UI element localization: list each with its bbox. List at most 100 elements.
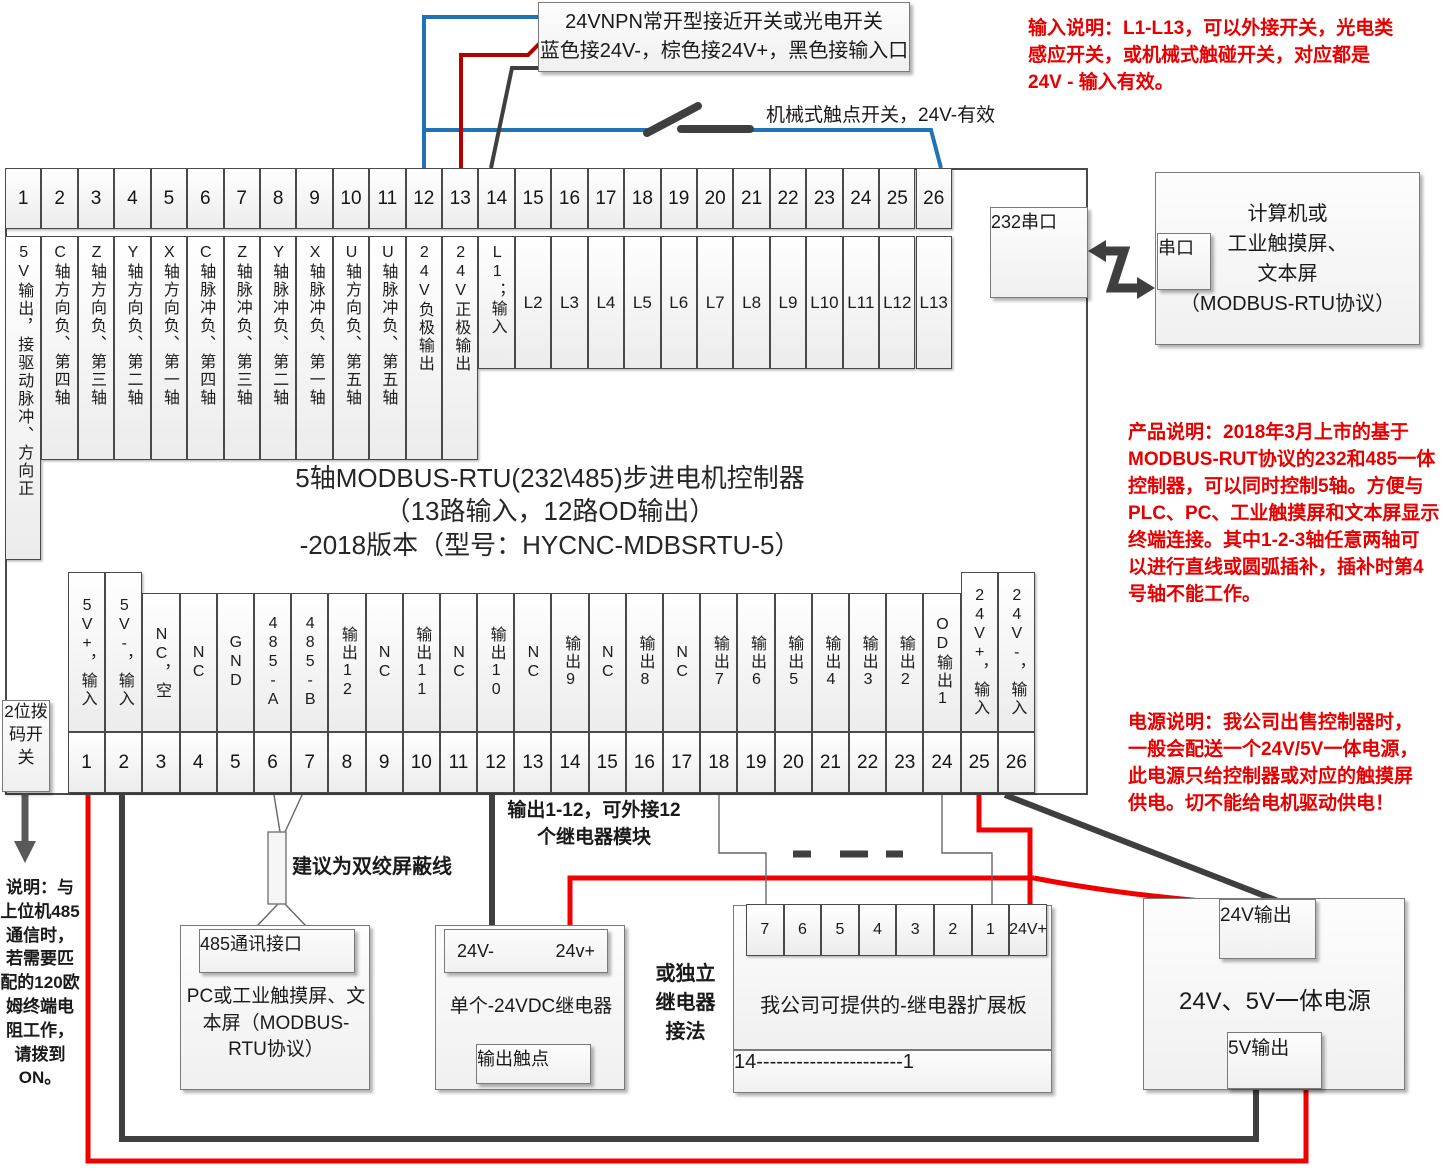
- expansion-terminal-6: 6: [783, 904, 822, 956]
- top-terminal-number-21: 21: [733, 168, 770, 229]
- expansion-terminal-24V+: 24V+: [1009, 904, 1047, 956]
- top-terminal-number-25: 25: [879, 168, 916, 229]
- bottom-terminal-label-2: 5V-，输入: [105, 572, 143, 732]
- sensor-note-box: 24VNPN常开型接近开关或光电开关 蓝色接24V-，棕色接24V+，黑色接输入…: [538, 2, 910, 72]
- bottom-terminal-label-12: 输出10: [477, 593, 515, 732]
- top-terminal-label-19: L6: [660, 236, 697, 369]
- bottom-terminal-label-9: NC: [365, 593, 403, 732]
- relay-contact-box: 输出触点: [476, 1044, 591, 1084]
- product-note-line1: 产品说明：2018年3月上市的基于: [1128, 422, 1409, 443]
- bottom-terminal-label-4: NC: [179, 593, 217, 732]
- wire-input-black: [489, 66, 544, 169]
- independent-relay-line1: 或独立: [655, 963, 716, 985]
- bottom-terminal-label-20: 输出5: [774, 593, 812, 732]
- serial-arrowhead-left: [1088, 240, 1106, 262]
- board-title-line2: （13路输入，12路OD输出）: [384, 496, 716, 527]
- top-terminal-number-20: 20: [696, 168, 734, 229]
- top-terminal-number-14: 14: [478, 168, 515, 229]
- bottom-terminal-number-18: 18: [700, 732, 738, 793]
- psu-5v-output-box: 5V输出: [1227, 1032, 1322, 1089]
- bottom-terminal-number-17: 17: [663, 732, 701, 793]
- bottom-terminal-label-13: NC: [514, 593, 552, 732]
- top-terminal-label-16: L3: [551, 236, 588, 369]
- mechanical-switch-lever: [643, 102, 702, 137]
- top-terminal-number-13: 13: [442, 168, 479, 229]
- top-terminal-label-10: U轴方向负、第五轴: [332, 236, 370, 460]
- bottom-terminal-number-19: 19: [737, 732, 775, 793]
- top-terminal-label-7: Z轴脉冲负、第三轴: [223, 236, 260, 460]
- serial-232-label: 232串口: [991, 212, 1058, 232]
- bottom-terminal-number-23: 23: [886, 732, 924, 793]
- comm-485-port-box: 485通讯接口: [199, 929, 355, 973]
- relay-contact-label: 输出触点: [477, 1049, 549, 1069]
- comm-485-port-label: 485通讯接口: [200, 934, 303, 954]
- single-relay-box: 24V- 24v+ 单个-24VDC继电器 输出触点: [435, 925, 625, 1090]
- bottom-terminal-label-8: 输出12: [328, 593, 366, 732]
- power-supply-box: 24V输出 24V、5V一体电源 5V输出: [1143, 898, 1405, 1090]
- dip-switch-note: 说明：与上位机485通信时，若需要匹配的120欧姆终端电阻工作，请拨到ON。: [0, 878, 80, 1088]
- bottom-terminal-number-16: 16: [625, 732, 664, 793]
- bottom-terminal-number-14: 14: [551, 732, 589, 793]
- twisted-pair-label: 建议为双绞屏蔽线: [292, 856, 452, 878]
- top-terminal-label-23: L10: [806, 236, 843, 369]
- serial-arrowhead-right: [1137, 277, 1155, 299]
- psu-24v-output-label: 24V输出: [1220, 905, 1292, 926]
- power-note-line4: 供电。切不能给电机驱动供电！: [1128, 792, 1395, 814]
- output-note-line2: 个继电器模块: [536, 826, 651, 848]
- psu-5v-output-label: 5V输出: [1228, 1038, 1290, 1059]
- expansion-terminal-1: 1: [971, 904, 1010, 956]
- product-note: 产品说明：2018年3月上市的基于 MODBUS-RUT协议的232和485一体…: [1128, 420, 1443, 609]
- bottom-terminal-number-2: 2: [105, 732, 143, 793]
- bottom-terminal-number-20: 20: [774, 732, 812, 793]
- relay-title: 单个-24VDC继电器: [449, 996, 613, 1017]
- top-terminal-label-20: L7: [696, 236, 734, 369]
- product-note-line3: 控制器，可以同时控制5轴。方便与: [1128, 475, 1424, 497]
- board-title: 5轴MODBUS-RTU(232\485)步进电机控制器 （13路输入，12路O…: [240, 462, 860, 562]
- expansion-terminal-7: 7: [746, 904, 784, 956]
- bottom-terminal-number-12: 12: [477, 732, 515, 793]
- pc-box: 485通讯接口 PC或工业触摸屏、文本屏（MODBUS-RTU协议）: [180, 925, 370, 1090]
- top-terminal-number-3: 3: [77, 168, 115, 229]
- relay-power-terminals: 24V- 24v+: [444, 929, 608, 973]
- bottom-terminal-number-26: 26: [997, 732, 1035, 793]
- serial-port-label: 串口: [1158, 238, 1194, 258]
- top-terminal-number-5: 5: [150, 168, 188, 229]
- top-terminal-label-14: L1；输入: [478, 236, 515, 369]
- product-note-line6: 以进行直线或圆弧插补，插补时第4: [1128, 556, 1424, 578]
- computer-line2: 工业触摸屏、: [1227, 232, 1348, 255]
- bottom-terminal-number-13: 13: [514, 732, 552, 793]
- computer-line4: （MODBUS-RTU协议）: [1179, 292, 1396, 315]
- top-terminal-label-3: Z轴方向负、第三轴: [77, 236, 115, 460]
- pc-box-body: PC或工业触摸屏、文本屏（MODBUS-RTU协议）: [186, 986, 366, 1061]
- bottom-terminal-label-15: NC: [588, 593, 626, 732]
- product-note-line7: 号轴不能工作。: [1128, 583, 1262, 605]
- top-terminal-number-24: 24: [842, 168, 880, 229]
- top-terminal-label-22: L9: [769, 236, 807, 369]
- top-terminal-label-5: X轴方向负、第一轴: [150, 236, 188, 460]
- bottom-terminal-label-6: 485-A: [253, 593, 292, 732]
- bottom-terminal-label-17: NC: [663, 593, 701, 732]
- mechanical-switch-label: 机械式触点开关，24V-有效: [766, 105, 996, 126]
- sensor-note-line2: 蓝色接24V-，棕色接24V+，黑色接输入口: [539, 40, 909, 62]
- independent-relay-label: 或独立 继电器 接法: [638, 960, 733, 1047]
- wire-switch-right-blue: [747, 128, 943, 169]
- top-terminal-number-23: 23: [806, 168, 843, 229]
- bottom-terminal-number-22: 22: [848, 732, 887, 793]
- top-terminal-label-17: L4: [587, 236, 625, 369]
- top-terminal-number-4: 4: [114, 168, 151, 229]
- top-terminal-label-4: Y轴方向负、第二轴: [114, 236, 151, 460]
- top-terminal-label-6: C轴脉冲负、第四轴: [187, 236, 224, 460]
- bottom-terminal-number-11: 11: [439, 732, 478, 793]
- top-terminal-label-21: L8: [733, 236, 770, 369]
- expansion-range-label: 14----------------------1: [734, 1051, 914, 1073]
- dip-switch-arrowhead: [14, 841, 36, 863]
- expansion-terminal-2: 2: [934, 904, 972, 956]
- bottom-terminal-number-1: 1: [68, 732, 106, 793]
- bottom-terminal-number-9: 9: [365, 732, 403, 793]
- bottom-terminal-label-3: NC，空: [142, 593, 180, 732]
- top-terminal-number-18: 18: [624, 168, 661, 229]
- top-terminal-label-18: L5: [624, 236, 661, 369]
- top-terminal-number-15: 15: [514, 168, 552, 229]
